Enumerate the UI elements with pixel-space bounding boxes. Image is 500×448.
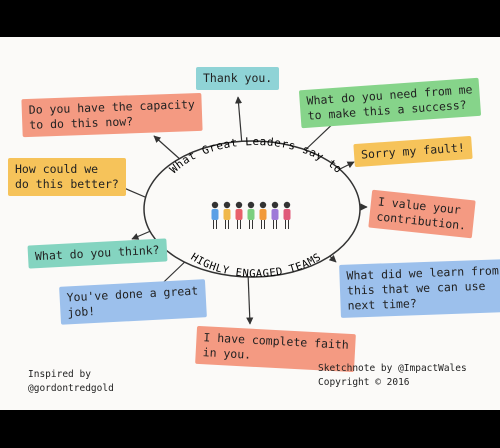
person-figure: [271, 201, 279, 229]
note-line: Thank you.: [203, 71, 273, 85]
credit-copyright: Copyright © 2016: [318, 377, 410, 388]
credit-sketchnote-by: Sketchnote by @ImpactWales: [318, 363, 467, 374]
credit-inspired-handle: @gordontredgold: [28, 383, 114, 394]
arrow-thank-you: [234, 96, 243, 146]
credit-sketchnote: Sketchnote by @ImpactWales Copyright © 2…: [318, 362, 467, 390]
diagram-arrows: What Great Leaders say to HIGHLY ENGAGED…: [116, 96, 368, 325]
credit-inspired-label: Inspired by: [28, 369, 91, 380]
person-figure: [211, 201, 219, 229]
person-figure: [247, 201, 255, 229]
team-figures: [211, 201, 291, 229]
person-figure: [259, 201, 267, 229]
note-thank-you: Thank you.: [196, 67, 280, 90]
person-figure: [235, 201, 243, 229]
person-figure: [283, 201, 291, 229]
note-line: What do you think?: [34, 242, 160, 264]
credit-inspired: Inspired by @gordontredgold: [28, 368, 114, 396]
note-line: How could we: [15, 162, 99, 176]
note-line: Sorry my fault!: [360, 140, 466, 162]
person-figure: [223, 201, 231, 229]
arrow-faith: [246, 272, 254, 325]
note-line: do this better?: [15, 177, 119, 191]
arrow-capacity: [153, 135, 183, 162]
